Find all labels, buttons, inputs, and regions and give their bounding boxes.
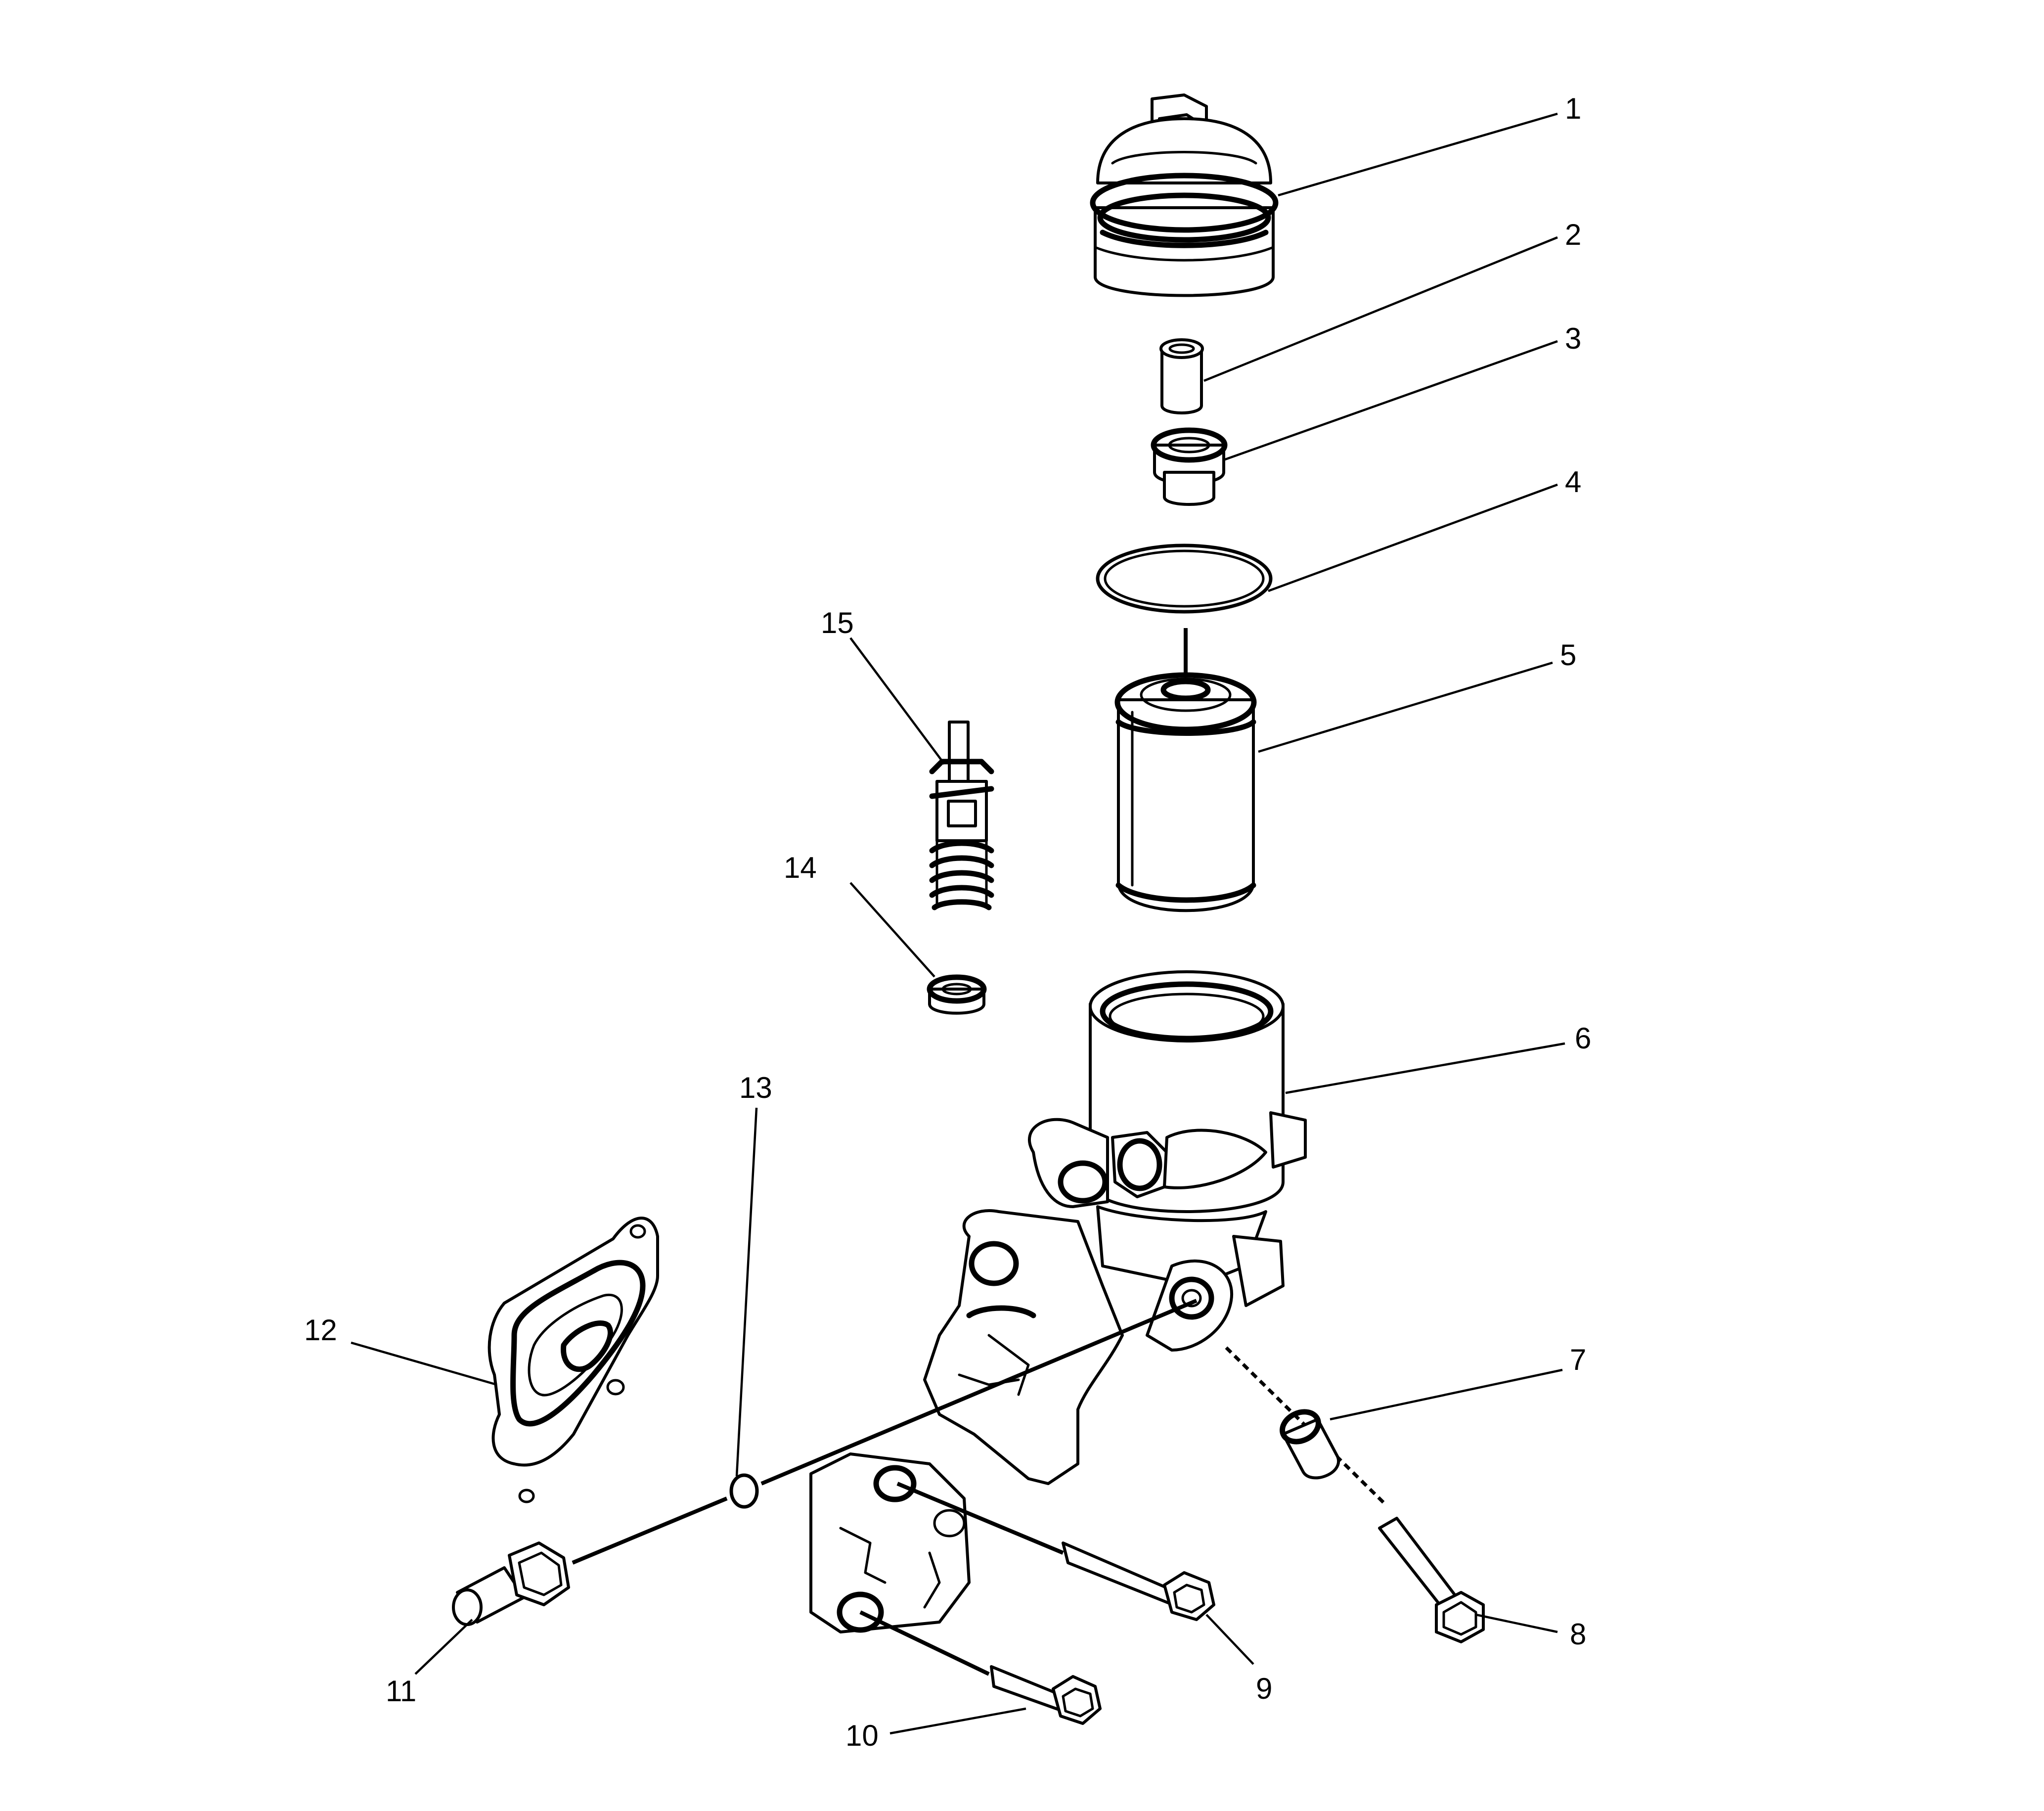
leader-12 <box>351 1341 497 1386</box>
part-1-filter-cap <box>1090 93 1279 297</box>
part-11-fitting <box>452 1541 570 1626</box>
callout-6: 6 <box>1575 1022 1591 1055</box>
callout-11: 11 <box>386 1675 416 1708</box>
part-10-bolt <box>990 1665 1102 1725</box>
callout-7: 7 <box>1570 1343 1586 1376</box>
leader-5 <box>1258 661 1553 753</box>
callout-14: 14 <box>784 851 817 884</box>
callout-labels: 1 2 3 4 5 6 7 8 9 10 11 12 13 14 15 <box>304 92 1591 1752</box>
callout-9: 9 <box>1256 1672 1272 1705</box>
part-14-seal <box>927 974 987 1015</box>
leader-2 <box>1203 236 1558 382</box>
leader-15 <box>849 637 945 765</box>
leader-11 <box>414 1619 473 1675</box>
leader-6 <box>1285 1042 1565 1094</box>
part-9-bolt <box>1062 1541 1215 1621</box>
leader-10 <box>889 1707 1026 1735</box>
callout-8: 8 <box>1570 1618 1586 1651</box>
leader-7 <box>1330 1368 1563 1421</box>
callout-15: 15 <box>821 606 854 639</box>
leader-4 <box>1268 483 1558 592</box>
part-7-spacer <box>1280 1409 1340 1480</box>
callout-1: 1 <box>1565 92 1581 125</box>
part-6-filter-housing <box>809 970 1307 1633</box>
leader-14 <box>849 882 935 978</box>
leader-13 <box>735 1107 758 1477</box>
part-15-bypass-valve <box>929 721 994 910</box>
part-3-bushing <box>1151 427 1228 506</box>
leader-3 <box>1223 340 1558 461</box>
leader-9 <box>1205 1614 1254 1665</box>
leader-lines <box>351 112 1565 1735</box>
callout-13: 13 <box>739 1071 772 1104</box>
part-13-o-ring <box>729 1473 759 1509</box>
part-5-filter-element <box>1114 672 1257 912</box>
part-2-sleeve <box>1159 338 1204 414</box>
part-12-gasket <box>488 1217 659 1503</box>
part-8-bolt <box>1378 1517 1485 1643</box>
leader-1 <box>1278 112 1558 197</box>
part-4-o-ring <box>1096 543 1273 614</box>
callout-12: 12 <box>304 1313 337 1347</box>
callout-3: 3 <box>1565 322 1581 355</box>
callout-2: 2 <box>1565 218 1581 251</box>
callout-4: 4 <box>1565 465 1581 498</box>
callout-10: 10 <box>845 1719 879 1752</box>
callout-5: 5 <box>1560 638 1576 672</box>
leader-8 <box>1475 1613 1558 1633</box>
